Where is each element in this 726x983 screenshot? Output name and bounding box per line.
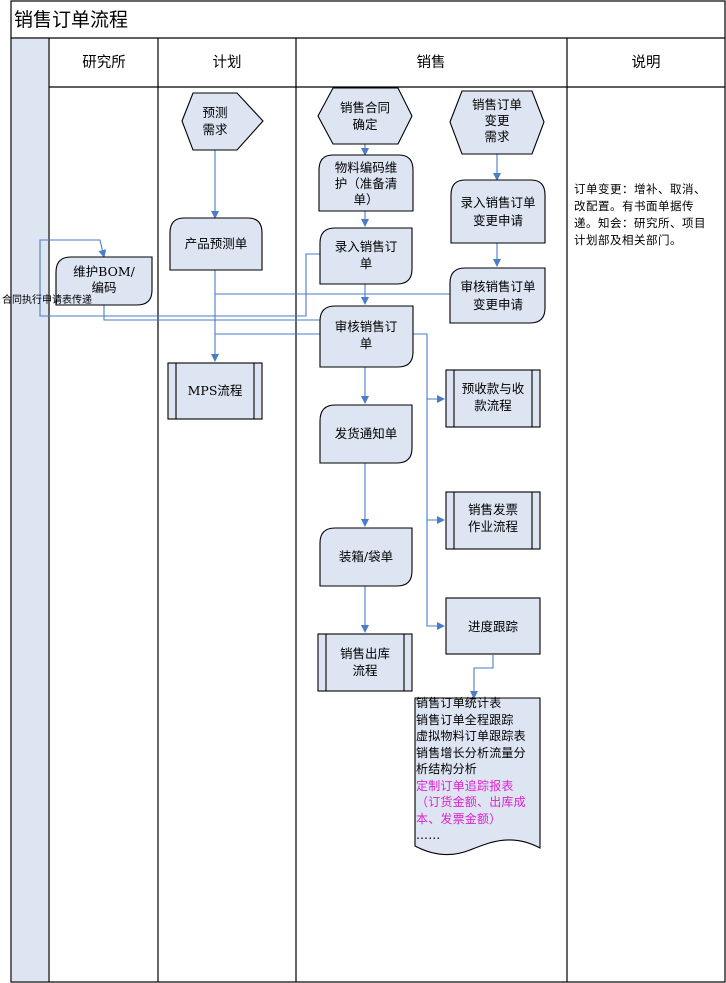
node-material-code-shape bbox=[318, 154, 414, 212]
report-item: 销售增长分析流量分 bbox=[416, 745, 526, 760]
report-item: 销售订单全程跟踪 bbox=[416, 712, 514, 727]
node-progress-shape bbox=[445, 597, 541, 655]
node-outbound-label: 销售出库流程 bbox=[340, 646, 390, 678]
connector-lines bbox=[39, 144, 501, 699]
node-delivery-notice-label: 发货通知单 bbox=[335, 426, 398, 441]
node-forecast-demand-label: 预测需求 bbox=[202, 105, 228, 137]
node-enter-change-shape bbox=[450, 179, 546, 244]
report-item-highlight: 本、发票金额） bbox=[416, 811, 502, 826]
node-audit-change-shape bbox=[449, 267, 546, 324]
node-contract-confirm-label: 销售合同确定 bbox=[340, 100, 390, 132]
node-progress-label: 进度跟踪 bbox=[468, 619, 519, 634]
report-item: 销售订单统计表 bbox=[416, 696, 502, 710]
node-delivery-notice-shape bbox=[319, 404, 413, 464]
node-mps-shape bbox=[167, 362, 263, 420]
node-packing-label: 装箱/袋单 bbox=[339, 549, 393, 564]
node-audit-change-label: 审核销售订单变更申请 bbox=[460, 279, 535, 312]
diagram-title: 销售订单流程 bbox=[14, 9, 128, 31]
node-contract-confirm-shape bbox=[317, 87, 413, 145]
node-invoice-label: 销售发票作业流程 bbox=[468, 502, 519, 534]
report-item: 虚拟物料订单跟踪表 bbox=[416, 729, 526, 743]
shapes bbox=[55, 87, 546, 856]
node-prepayment-shape bbox=[445, 369, 541, 428]
node-product-forecast-label: 产品预测单 bbox=[185, 236, 248, 251]
node-material-code-label: 物料编码维护（准备清单） bbox=[335, 160, 398, 207]
report-item-highlight: （订货金额、出库成 bbox=[416, 795, 526, 809]
node-audit-order-shape bbox=[319, 305, 414, 368]
report-list: 销售订单统计表 销售订单全程跟踪 虚拟物料订单跟踪表 销售增长分析流量分 析结构… bbox=[416, 695, 542, 844]
node-invoice-shape bbox=[445, 491, 541, 550]
subprocess-bars bbox=[175, 363, 533, 691]
node-outbound-shape bbox=[317, 633, 413, 692]
node-maintain-bom-label: 维护BOM/编码 bbox=[73, 264, 135, 295]
node-mps-label: MPS流程 bbox=[188, 383, 243, 398]
node-packing-shape bbox=[319, 527, 413, 587]
notes-text: 订单变更：增补、取消、改配置。有书面单据传递。知会：研究所、项目计划部及相关部门… bbox=[574, 182, 706, 247]
node-maintain-bom-shape bbox=[55, 256, 153, 306]
lane-header-notes: 说明 bbox=[632, 54, 661, 71]
node-change-demand-shape bbox=[449, 90, 545, 155]
node-prepayment-label: 预收款与收款流程 bbox=[462, 381, 525, 413]
report-document-shape bbox=[414, 697, 541, 856]
node-change-demand-label: 销售订单变更需求 bbox=[472, 97, 522, 144]
lane-header-sales: 销售 bbox=[417, 54, 446, 71]
report-item: 析结构分析 bbox=[416, 762, 478, 776]
report-item: …… bbox=[416, 828, 441, 842]
lane-side-strip bbox=[12, 39, 48, 981]
node-enter-order-label: 录入销售订单 bbox=[335, 239, 398, 271]
node-enter-change-label: 录入销售订单变更申请 bbox=[460, 195, 535, 228]
report-item-highlight: 定制订单追踪报表 bbox=[416, 778, 514, 793]
lane-header-research: 研究所 bbox=[82, 54, 126, 71]
swimlane-frame bbox=[10, 0, 726, 983]
node-forecast-demand-shape bbox=[181, 92, 264, 151]
node-product-forecast-shape bbox=[169, 217, 263, 271]
lane-header-plan: 计划 bbox=[213, 54, 242, 71]
connector-annotation: 合同执行申请表传递 bbox=[2, 293, 92, 306]
node-audit-order-label: 审核销售订单 bbox=[335, 319, 398, 351]
node-enter-order-shape bbox=[319, 227, 413, 285]
